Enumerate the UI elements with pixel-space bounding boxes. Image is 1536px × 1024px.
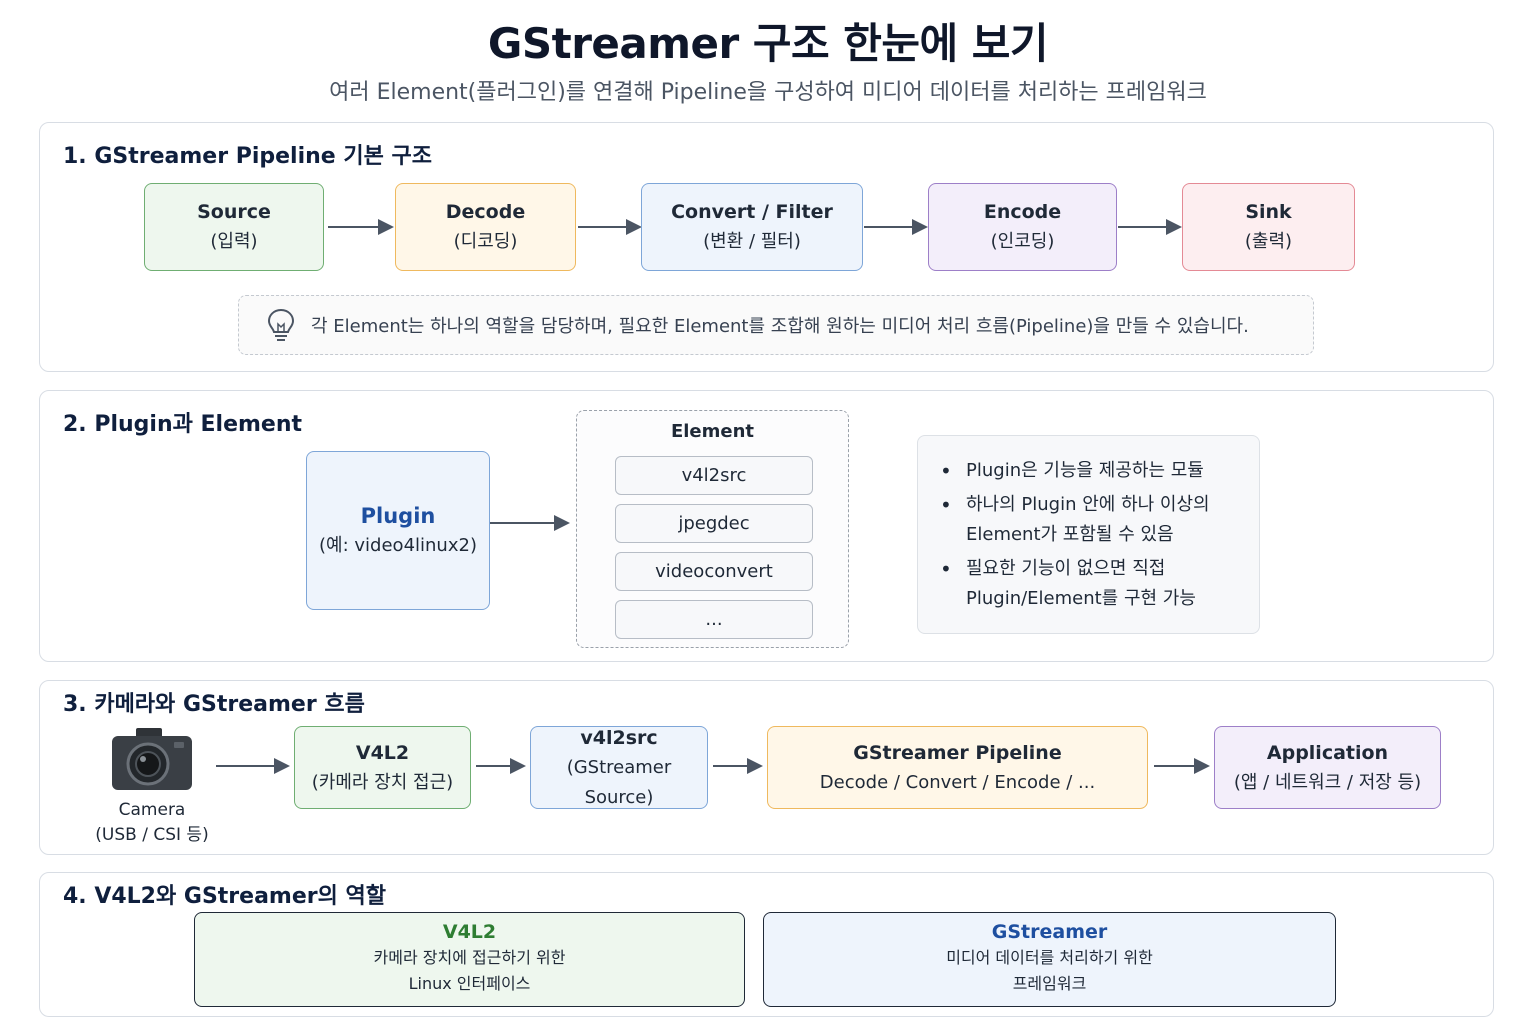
plugin-box: Plugin (예: video4linux2) xyxy=(306,451,490,610)
camera-sub: (USB / CSI 등) xyxy=(95,825,209,845)
stage-title: Convert / Filter xyxy=(671,201,833,223)
section-title: 2. Plugin과 Element xyxy=(63,412,303,437)
arrow-right-icon xyxy=(328,217,394,237)
tip-text: 각 Element는 하나의 역할을 담당하며, 필요한 Element를 조합… xyxy=(311,316,1249,337)
arrow-right-icon xyxy=(864,217,928,237)
note-item: 필요한 기능이 없으면 직접 Plugin/Element를 구현 가능 xyxy=(940,554,1245,614)
flow-subtitle: (앱 / 네트워크 / 저장 등) xyxy=(1233,771,1422,793)
plugin-subtitle: (예: video4linux2) xyxy=(319,534,477,556)
stage-encode: Encode (인코딩) xyxy=(928,183,1117,271)
stage-subtitle: (출력) xyxy=(1244,231,1293,252)
element-item: jpegdec xyxy=(615,504,813,543)
role-gstreamer: GStreamer 미디어 데이터를 처리하기 위한 프레임워크 xyxy=(763,912,1336,1007)
stage-subtitle: (인코딩) xyxy=(990,231,1055,252)
element-group: Element v4l2src jpegdec videoconvert ... xyxy=(576,410,849,648)
stage-sink: Sink (출력) xyxy=(1182,183,1355,271)
arrow-right-icon xyxy=(476,756,526,776)
flow-title: V4L2 xyxy=(355,741,410,764)
stage-convert-filter: Convert / Filter (변환 / 필터) xyxy=(641,183,863,271)
role-v4l2: V4L2 카메라 장치에 접근하기 위한 Linux 인터페이스 xyxy=(194,912,745,1007)
page-title: GStreamer 구조 한눈에 보기 xyxy=(487,19,1049,68)
flow-title: v4l2src xyxy=(580,726,658,749)
note-item: 하나의 Plugin 안에 하나 이상의 Element가 포함될 수 있음 xyxy=(940,490,1245,550)
plugin-notes: Plugin은 기능을 제공하는 모듈 하나의 Plugin 안에 하나 이상의… xyxy=(917,435,1260,634)
arrow-right-icon xyxy=(713,756,763,776)
stage-title: Encode xyxy=(983,201,1062,223)
section-pipeline-structure: 1. GStreamer Pipeline 기본 구조 Source (입력) … xyxy=(39,122,1494,372)
section-plugin-element: 2. Plugin과 Element Plugin (예: video4linu… xyxy=(39,390,1494,662)
role-line: 프레임워크 xyxy=(1012,974,1087,993)
arrow-right-icon xyxy=(490,513,570,533)
flow-subtitle: Decode / Convert / Encode / ... xyxy=(819,771,1096,793)
stage-title: Source xyxy=(197,201,271,223)
arrow-right-icon xyxy=(578,217,642,237)
role-line: 미디어 데이터를 처리하기 위한 xyxy=(946,948,1153,967)
flow-subtitle: (GStreamer Source) xyxy=(566,756,672,808)
page-subtitle: 여러 Element(플러그인)를 연결해 Pipeline을 구성하여 미디어… xyxy=(329,80,1207,105)
note-item: Plugin은 기능을 제공하는 모듈 xyxy=(940,456,1245,486)
role-line: 카메라 장치에 접근하기 위한 xyxy=(373,948,566,967)
flow-subtitle: (카메라 장치 접근) xyxy=(311,771,454,793)
role-title: GStreamer xyxy=(991,921,1108,943)
tip-box: 각 Element는 하나의 역할을 담당하며, 필요한 Element를 조합… xyxy=(238,295,1314,355)
stage-subtitle: (변환 / 필터) xyxy=(703,231,801,252)
section-title: 1. GStreamer Pipeline 기본 구조 xyxy=(63,144,432,169)
flow-application: Application (앱 / 네트워크 / 저장 등) xyxy=(1214,726,1441,809)
arrow-right-icon xyxy=(1118,217,1182,237)
stage-subtitle: (입력) xyxy=(210,231,258,252)
stage-decode: Decode (디코딩) xyxy=(395,183,576,271)
section-title: 3. 카메라와 GStreamer 흐름 xyxy=(63,692,365,717)
lightbulb-icon xyxy=(267,308,295,341)
section-title: 4. V4L2와 GStreamer의 역할 xyxy=(63,884,386,909)
stage-subtitle: (디코딩) xyxy=(453,231,518,252)
role-title: V4L2 xyxy=(442,921,497,943)
stage-title: Decode xyxy=(445,201,526,223)
flow-v4l2src: v4l2src (GStreamer Source) xyxy=(530,726,708,809)
flow-title: GStreamer Pipeline xyxy=(853,741,1062,764)
flow-gstreamer-pipeline: GStreamer Pipeline Decode / Convert / En… xyxy=(767,726,1148,809)
stage-title: Sink xyxy=(1245,201,1292,223)
plugin-title: Plugin xyxy=(360,503,436,528)
element-group-title: Element xyxy=(670,421,755,442)
arrow-right-icon xyxy=(216,756,290,776)
camera-name: Camera xyxy=(118,800,186,820)
element-item: videoconvert xyxy=(615,552,813,591)
element-item: ... xyxy=(615,600,813,639)
camera-icon xyxy=(112,728,192,790)
element-item: v4l2src xyxy=(615,456,813,495)
stage-source: Source (입력) xyxy=(144,183,324,271)
flow-v4l2: V4L2 (카메라 장치 접근) xyxy=(294,726,471,809)
section-roles: 4. V4L2와 GStreamer의 역할 V4L2 카메라 장치에 접근하기… xyxy=(39,872,1494,1017)
arrow-right-icon xyxy=(1154,756,1210,776)
flow-title: Application xyxy=(1266,741,1389,764)
role-line: Linux 인터페이스 xyxy=(408,974,531,993)
section-camera-flow: 3. 카메라와 GStreamer 흐름 Camera (USB / CSI 등… xyxy=(39,680,1494,855)
camera-label: Camera (USB / CSI 등) xyxy=(80,798,224,848)
